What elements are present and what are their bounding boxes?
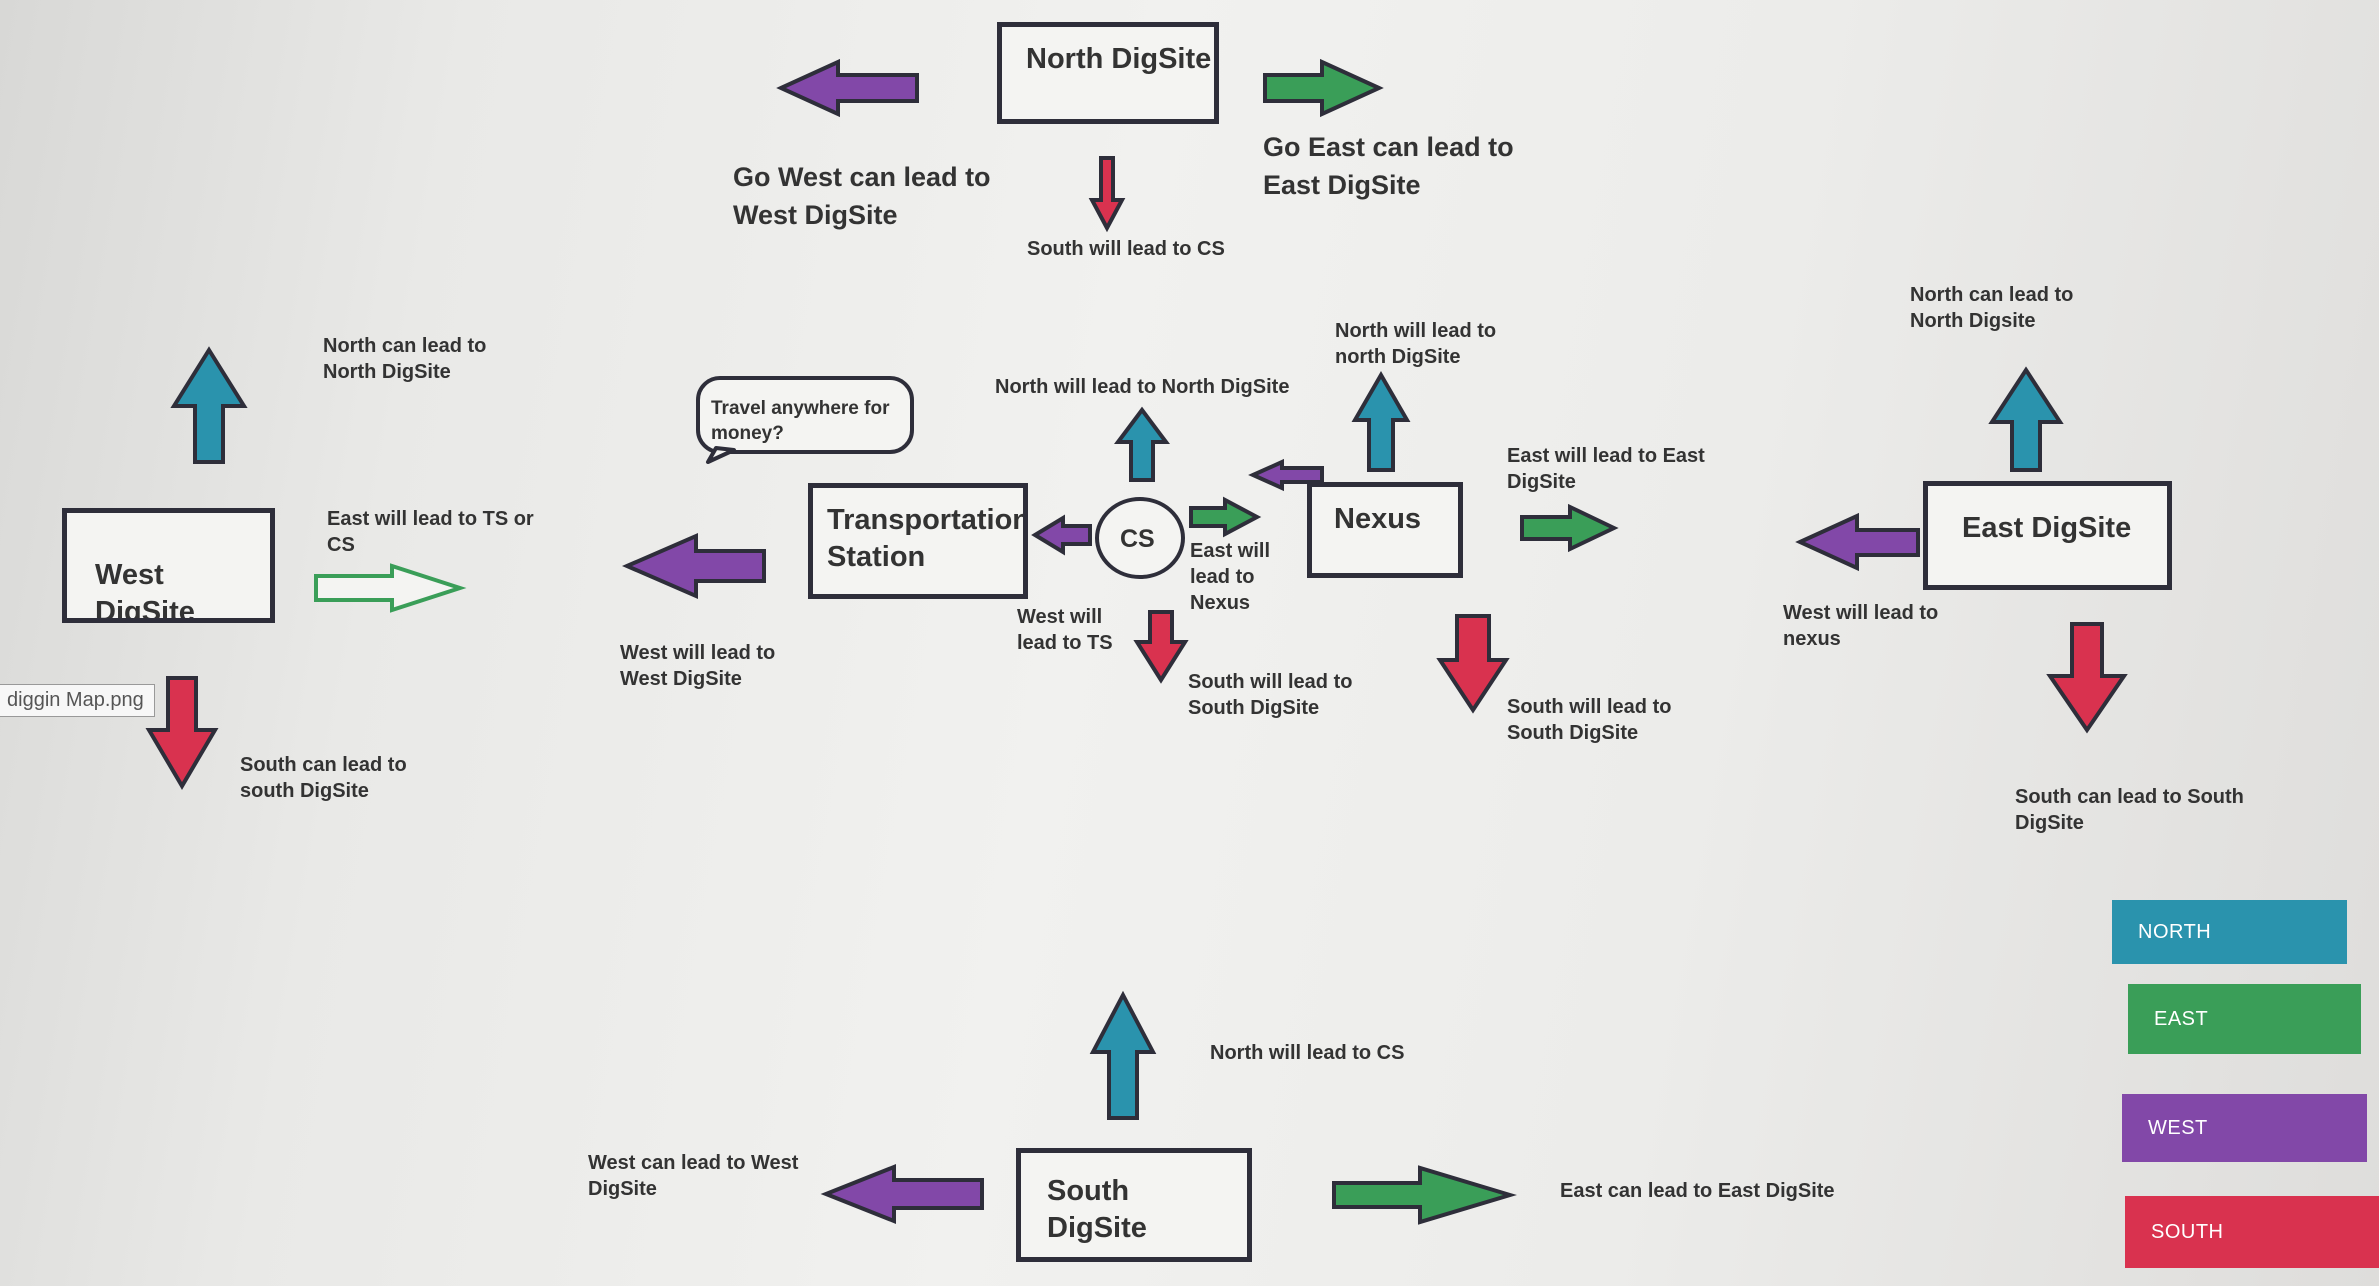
west-north-route-label: North can lead to North DigSite bbox=[323, 335, 487, 383]
cs-south-route-label: South will lead to South DigSite bbox=[1188, 671, 1353, 719]
west-arrow-icon bbox=[1795, 512, 1920, 572]
south-arrow-icon bbox=[2046, 622, 2128, 734]
north-arrow-icon bbox=[170, 346, 248, 464]
west-arrow-icon bbox=[1031, 514, 1092, 556]
south-arrow-icon bbox=[145, 676, 219, 790]
node-label: South DigSite bbox=[1047, 1175, 1147, 1244]
south-digsite-node: South DigSite bbox=[1016, 1148, 1252, 1262]
east-north-route-label: North can lead to North Digsite bbox=[1910, 284, 2074, 332]
cs-east-route-label: East will lead to Nexus bbox=[1190, 540, 1271, 614]
north-arrow-icon bbox=[1988, 366, 2064, 472]
west-arrow-icon bbox=[1248, 458, 1324, 492]
legend-west: WEST bbox=[2122, 1094, 2367, 1162]
south-north-route-label: North will lead to CS bbox=[1210, 1042, 1405, 1064]
nexus-south-route-label: South will lead to South DigSite bbox=[1507, 696, 1672, 744]
cs-node-circle bbox=[1095, 497, 1185, 579]
east-arrow-icon bbox=[1189, 496, 1262, 538]
east-outline-arrow-icon bbox=[314, 563, 467, 613]
north-west-route-label: Go West can lead to West DigSite bbox=[733, 162, 991, 230]
nexus-node: Nexus bbox=[1307, 482, 1463, 578]
east-south-route-label: South can lead to South DigSite bbox=[2015, 786, 2244, 834]
cs-west-route-label: West will lead to TS bbox=[1017, 606, 1113, 654]
south-arrow-icon bbox=[1133, 610, 1189, 684]
node-label: Nexus bbox=[1334, 503, 1422, 535]
nexus-north-route-label: North will lead to north DigSite bbox=[1335, 320, 1497, 368]
legend-north: NORTH bbox=[2112, 900, 2347, 964]
west-south-route-label: South can lead to south DigSite bbox=[240, 754, 407, 802]
cs-node-label: CS bbox=[1120, 525, 1155, 553]
east-arrow-icon bbox=[1332, 1165, 1517, 1225]
cs-north-route-label: North will lead to North DigSite bbox=[995, 376, 1290, 398]
east-west-route-label: West will lead to nexus bbox=[1783, 602, 1939, 650]
west-arrow-icon bbox=[621, 532, 766, 600]
node-label: Transportation Station bbox=[827, 504, 1028, 573]
legend-east: EAST bbox=[2128, 984, 2361, 1054]
north-south-route-label: South will lead to CS bbox=[1027, 238, 1225, 260]
north-arrow-icon bbox=[1114, 406, 1170, 482]
file-name-tag[interactable]: diggin Map.png bbox=[0, 684, 155, 717]
west-arrow-icon bbox=[776, 58, 919, 118]
south-east-route-label: East can lead to East DigSite bbox=[1560, 1180, 1835, 1202]
west-east-route-label: East will lead to TS or CS bbox=[327, 508, 534, 556]
north-east-route-label: Go East can lead to East DigSite bbox=[1263, 132, 1514, 200]
east-digsite-node: East DigSite bbox=[1923, 481, 2172, 590]
north-arrow-icon bbox=[1351, 371, 1411, 472]
north-digsite-node: North DigSite bbox=[997, 22, 1219, 124]
node-label: East DigSite bbox=[1962, 512, 2132, 544]
east-arrow-icon bbox=[1263, 58, 1384, 118]
west-arrow-icon bbox=[820, 1164, 984, 1224]
node-label: West DigSite bbox=[95, 559, 195, 623]
south-west-route-label: West can lead to West DigSite bbox=[588, 1152, 799, 1200]
speech-bubble-tail bbox=[706, 446, 736, 464]
transportation-station-node: Transportation Station bbox=[808, 483, 1028, 599]
east-arrow-icon bbox=[1520, 503, 1619, 553]
ts-west-route-label: West will lead to West DigSite bbox=[620, 642, 776, 690]
south-arrow-icon bbox=[1436, 614, 1510, 714]
north-arrow-icon bbox=[1089, 990, 1157, 1120]
speech-bubble bbox=[696, 376, 914, 454]
south-arrow-icon bbox=[1088, 156, 1126, 233]
node-label: North DigSite bbox=[1026, 43, 1212, 75]
nexus-east-route-label: East will lead to East DigSite bbox=[1507, 445, 1705, 493]
speech-bubble-text: Travel anywhere for money? bbox=[711, 398, 890, 444]
legend-south: SOUTH bbox=[2125, 1196, 2379, 1268]
west-digsite-node: West DigSite bbox=[62, 508, 275, 623]
